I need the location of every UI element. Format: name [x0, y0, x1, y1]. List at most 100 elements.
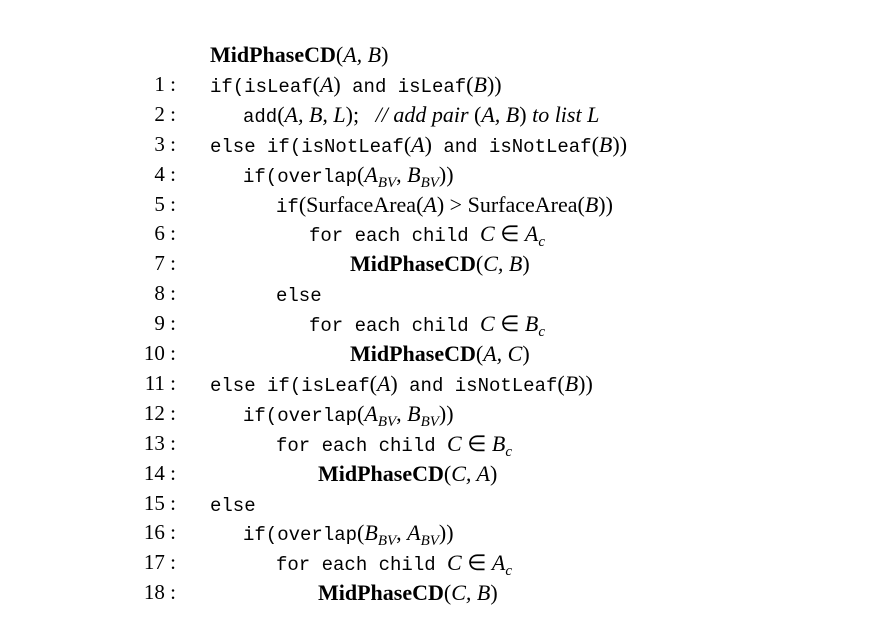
math-text: ( [443, 580, 452, 606]
keyword-text: if [276, 195, 299, 218]
math-text: ) [333, 71, 341, 97]
line-code: MidPhaseCD(A, B) [210, 42, 388, 68]
math-text: ∈ [461, 550, 492, 576]
function-name: MidPhaseCD [350, 341, 476, 366]
math-text: ( [443, 460, 452, 486]
line-code: for each child C ∈ Bc [276, 430, 513, 460]
keyword-text: if(overlap [243, 524, 358, 547]
line-code: if(overlap(BBV, ABV)) [243, 520, 454, 550]
line-code: else if(isNotLeaf(A) and isNotLeaf(B)) [210, 132, 627, 158]
math-text: , [396, 400, 408, 426]
line-code: if(SurfaceArea(A) > SurfaceArea(B)) [276, 192, 613, 218]
math-text: A, B, L [284, 101, 346, 127]
line-number: 9 : [154, 311, 176, 336]
math-text: ( [403, 131, 412, 157]
math-text: ) [519, 101, 527, 127]
math-text: B [524, 311, 539, 337]
line-code: else if(isLeaf(A) and isNotLeaf(B)) [210, 371, 593, 397]
math-text: ) [489, 460, 498, 486]
math-text: C, B [451, 580, 491, 606]
math-text: ∈ [461, 430, 492, 456]
line-code: for each child C ∈ Bc [309, 311, 545, 340]
math-text: , [396, 161, 408, 187]
math-text: ∈ [494, 311, 525, 337]
keyword-text: and isNotLeaf [431, 135, 592, 158]
math-text: )) [578, 370, 593, 396]
math-text: A, B [343, 42, 382, 67]
keyword-text: add [243, 105, 278, 128]
line-code: add(A, B, L); // add pair (A, B) to list… [243, 102, 599, 128]
math-text: )) [438, 161, 454, 187]
line-number: 1 : [154, 71, 176, 96]
keyword-text: else [210, 494, 256, 517]
math-text: A [319, 71, 334, 97]
math-text: A [364, 400, 378, 426]
line-number: 6 : [154, 221, 176, 246]
line-code: if(overlap(ABV, BBV)) [243, 161, 454, 191]
line-number: 3 : [154, 131, 176, 156]
keyword-text: for each child [276, 434, 448, 457]
line-code: MidPhaseCD(C, B) [350, 251, 530, 277]
line-number: 4 : [154, 161, 176, 186]
math-text: BV [420, 413, 439, 430]
math-text: ( [475, 251, 484, 277]
math-text: )) [486, 71, 502, 97]
function-name: MidPhaseCD [210, 42, 336, 67]
line-code: MidPhaseCD(C, B) [318, 580, 498, 606]
line-number: 17 : [143, 550, 176, 575]
keyword-text: else [276, 285, 322, 308]
math-text: ) [390, 370, 398, 396]
math-text: C, A [451, 460, 490, 486]
math-text: BV [377, 533, 397, 550]
line-code: else [210, 491, 256, 517]
function-name: MidPhaseCD [318, 460, 444, 486]
math-text: C [480, 311, 495, 337]
math-text: ) [424, 131, 432, 157]
math-text: A, B [481, 101, 520, 127]
math-text: A [411, 131, 425, 157]
math-text: )) [612, 131, 628, 157]
line-code: for each child C ∈ Ac [309, 221, 545, 250]
math-text: A, C [483, 341, 523, 366]
keyword-text: for each child [309, 315, 481, 338]
math-text: B [407, 161, 421, 187]
keyword-text: if(overlap [243, 404, 358, 427]
line-number: 11 : [144, 370, 176, 395]
math-text: ( [369, 370, 377, 396]
math-text: B [364, 520, 378, 546]
line-code: MidPhaseCD(A, C) [350, 341, 530, 367]
line-code: MidPhaseCD(C, A) [318, 461, 497, 487]
math-text: B [473, 71, 487, 97]
line-number: 8 : [154, 281, 176, 306]
math-text: C [480, 221, 495, 247]
line-number: 5 : [154, 191, 176, 216]
keyword-text: else if(isNotLeaf [210, 135, 404, 158]
line-number: 18 : [143, 580, 176, 605]
math-text: A [376, 370, 391, 396]
math-text: ∈ [494, 221, 525, 247]
math-text: ( [474, 101, 482, 127]
math-text: ( [357, 161, 365, 187]
keyword-text: and isLeaf [340, 75, 467, 98]
math-text: ( [277, 101, 285, 127]
math-text: ( [357, 400, 365, 426]
math-text: B [407, 400, 421, 426]
math-text: (SurfaceArea( [298, 191, 424, 217]
line-code: if(overlap(ABV, BBV)) [243, 400, 454, 430]
math-text: ) [381, 42, 389, 67]
math-text: to list L [526, 101, 600, 127]
math-text: BV [377, 174, 397, 191]
math-text: BV [420, 174, 439, 191]
math-text: ) [522, 251, 530, 277]
line-number: 10 : [143, 341, 176, 365]
math-text: ) [522, 341, 530, 366]
line-code: for each child C ∈ Ac [276, 550, 513, 580]
math-text: B [598, 131, 613, 157]
math-text: ( [591, 131, 599, 157]
math-text: ( [466, 71, 474, 97]
line-number: 2 : [154, 101, 176, 126]
math-text: ( [335, 42, 344, 67]
math-text: c [505, 563, 513, 580]
function-name: MidPhaseCD [350, 251, 476, 277]
math-text: c [505, 443, 513, 460]
